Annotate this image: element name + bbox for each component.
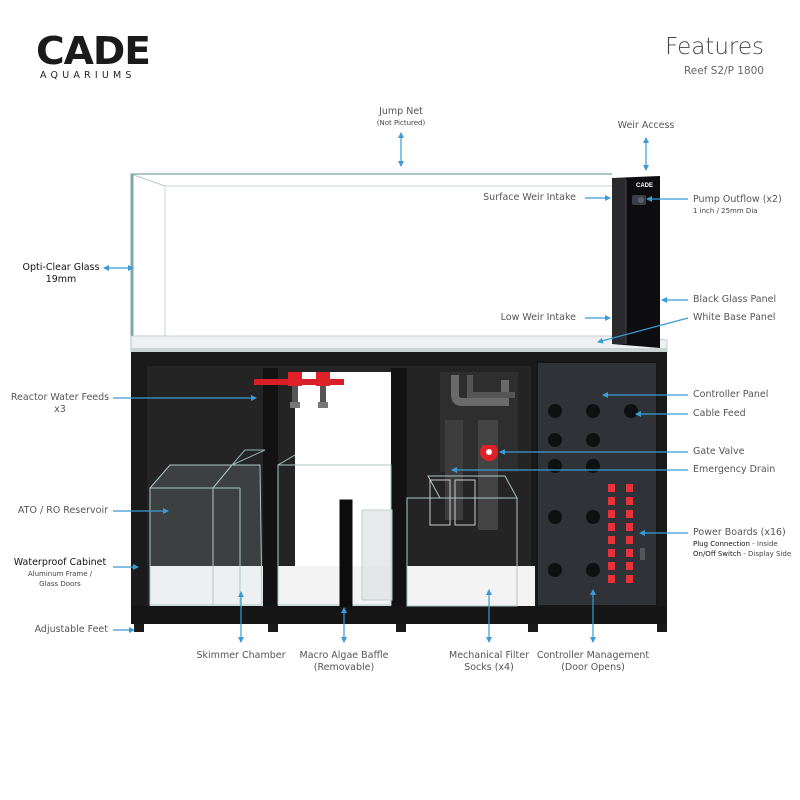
label-cable-feed: Cable Feed [693,408,746,419]
label-mech-1: Mechanical Filter [449,650,529,661]
label-white-base: White Base Panel [693,312,776,323]
label-low-weir: Low Weir Intake [500,312,576,323]
page-title: Features [665,34,764,60]
label-pump-outflow-sub: 1 inch / 25mm Dia [693,207,758,215]
weir-logo-text: CADE [636,183,653,189]
label-macro-1: Macro Algae Baffle [299,650,389,661]
cade-logo: CADE [36,33,151,69]
callout-arrows [103,132,689,643]
label-mech-filter: Mechanical Filter Socks (x4) [434,650,544,674]
label-jump-net-sub: (Not Pictured) [376,119,426,127]
label-ato: ATO / RO Reservoir [17,505,108,516]
label-plug-connection: Plug Connection [693,540,750,548]
logo-subtext: AQUARIUMS [40,70,136,81]
label-waterproof-sub-2: Glass Doors [39,580,81,588]
label-macro-2: (Removable) [313,662,375,673]
label-surface-weir: Surface Weir Intake [483,192,576,203]
label-weir-access: Weir Access [617,120,675,131]
label-opti-clear-2: 19mm [45,274,77,285]
label-waterproof-sub-1: Aluminum Frame / [27,570,93,578]
label-waterproof: Waterproof Cabinet Aluminum Frame / Glas… [12,557,108,589]
label-pump-outflow-title: Pump Outflow (x2) [693,194,782,205]
label-power-boards-title: Power Boards (x16) [693,527,786,538]
label-reactor-2: x3 [54,404,66,415]
label-opti-clear: Opti-Clear Glass 19mm [20,262,102,286]
label-black-glass: Black Glass Panel [693,294,777,305]
label-mech-2: Socks (x4) [464,662,514,673]
gate-valve [480,420,498,461]
weir-box [612,176,660,348]
label-waterproof-title: Waterproof Cabinet [13,557,107,568]
label-macro: Macro Algae Baffle (Removable) [289,650,399,674]
logo-text: CADE [36,33,150,69]
sump-chambers [149,449,518,607]
label-gate-valve: Gate Valve [693,446,745,457]
page-subtitle: Reef S2/P 1800 [683,65,764,77]
label-reactor-1: Reactor Water Feeds [10,392,110,403]
label-opti-clear-1: Opti-Clear Glass [22,262,100,273]
label-onoff-switch-note: - Display Side [743,550,792,558]
label-power-boards: Power Boards (x16) Plug Connection - Ins… [693,527,791,559]
reactor-valves [254,372,344,408]
controller-panel [536,361,658,607]
label-controller-panel: Controller Panel [693,389,769,400]
label-emergency-drain: Emergency Drain [693,464,776,475]
label-onoff-switch: On/Off Switch [693,550,742,558]
label-plug-connection-note: - Inside [752,540,778,548]
label-skimmer: Skimmer Chamber [196,650,286,661]
label-pump-outflow: Pump Outflow (x2) 1 inch / 25mm Dia [693,194,782,216]
label-controller-mgmt: Controller Management (Door Opens) [528,650,658,674]
label-reactor: Reactor Water Feeds x3 [8,392,112,416]
label-ctrl-mgmt-2: (Door Opens) [561,662,625,673]
label-jump-net-title: Jump Net [379,106,423,117]
display-tank [130,173,668,353]
label-ctrl-mgmt-1: Controller Management [536,650,650,661]
label-adjustable-feet: Adjustable Feet [34,624,108,635]
label-jump-net: Jump Net (Not Pictured) [351,106,451,128]
